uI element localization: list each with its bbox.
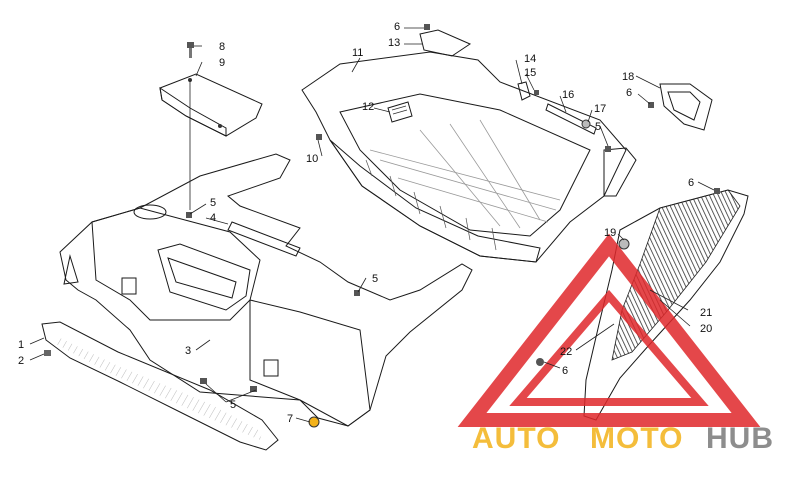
- inner-triangle-icon: [509, 289, 709, 406]
- callout-6a: 6: [394, 21, 400, 33]
- callout-1: 1: [18, 339, 24, 351]
- callout-10: 10: [306, 153, 318, 165]
- strap-part-16: [545, 103, 597, 135]
- trim-strip-part: [227, 221, 301, 257]
- latch-part-14: [517, 81, 531, 101]
- bracket-part-13: [419, 29, 472, 57]
- callout-6b: 6: [626, 87, 632, 99]
- callout-3: 3: [185, 345, 191, 357]
- callout-6c: 6: [688, 177, 694, 189]
- callout-12: 12: [362, 101, 374, 113]
- callout-13: 13: [388, 37, 400, 49]
- callout-21: 21: [700, 307, 712, 319]
- callout-18: 18: [622, 71, 634, 83]
- callout-labels: 1 2 3 4 5 5 5 5 6 6 6 6 7 8 9 10 11 12 1…: [18, 21, 712, 425]
- callout-5b: 5: [372, 273, 378, 285]
- callout-22: 22: [560, 346, 572, 358]
- hardware: [186, 24, 720, 428]
- lower-trim-part: [41, 321, 279, 451]
- rear-body-panel-part: [59, 153, 473, 427]
- callout-19: 19: [604, 227, 616, 239]
- callout-4: 4: [210, 212, 216, 224]
- callout-2: 2: [18, 355, 24, 367]
- watermark-auto: AUTO: [472, 422, 560, 455]
- watermark: AUTO MOTO HUB: [457, 233, 774, 455]
- callout-5c: 5: [230, 399, 236, 411]
- callout-5a: 5: [210, 197, 216, 209]
- bolt-part-8: [187, 42, 194, 58]
- callout-16: 16: [562, 89, 574, 101]
- callout-17: 17: [594, 103, 606, 115]
- leader-lines: [29, 27, 715, 423]
- cargo-box-part: [301, 51, 637, 263]
- callout-14: 14: [524, 53, 536, 65]
- tail-light-part: [659, 83, 713, 131]
- callout-20: 20: [700, 323, 712, 335]
- callout-8: 8: [219, 41, 225, 53]
- callout-6d: 6: [562, 365, 568, 377]
- watermark-moto: MOTO: [590, 422, 683, 455]
- warning-triangle-icon: [457, 233, 761, 427]
- watermark-hub: HUB: [706, 422, 774, 455]
- callout-15: 15: [524, 67, 536, 79]
- callout-9: 9: [219, 57, 225, 69]
- callout-7: 7: [287, 413, 293, 425]
- callout-5d: 5: [595, 121, 601, 133]
- callout-11: 11: [352, 47, 363, 59]
- storage-lid-part: [159, 73, 263, 137]
